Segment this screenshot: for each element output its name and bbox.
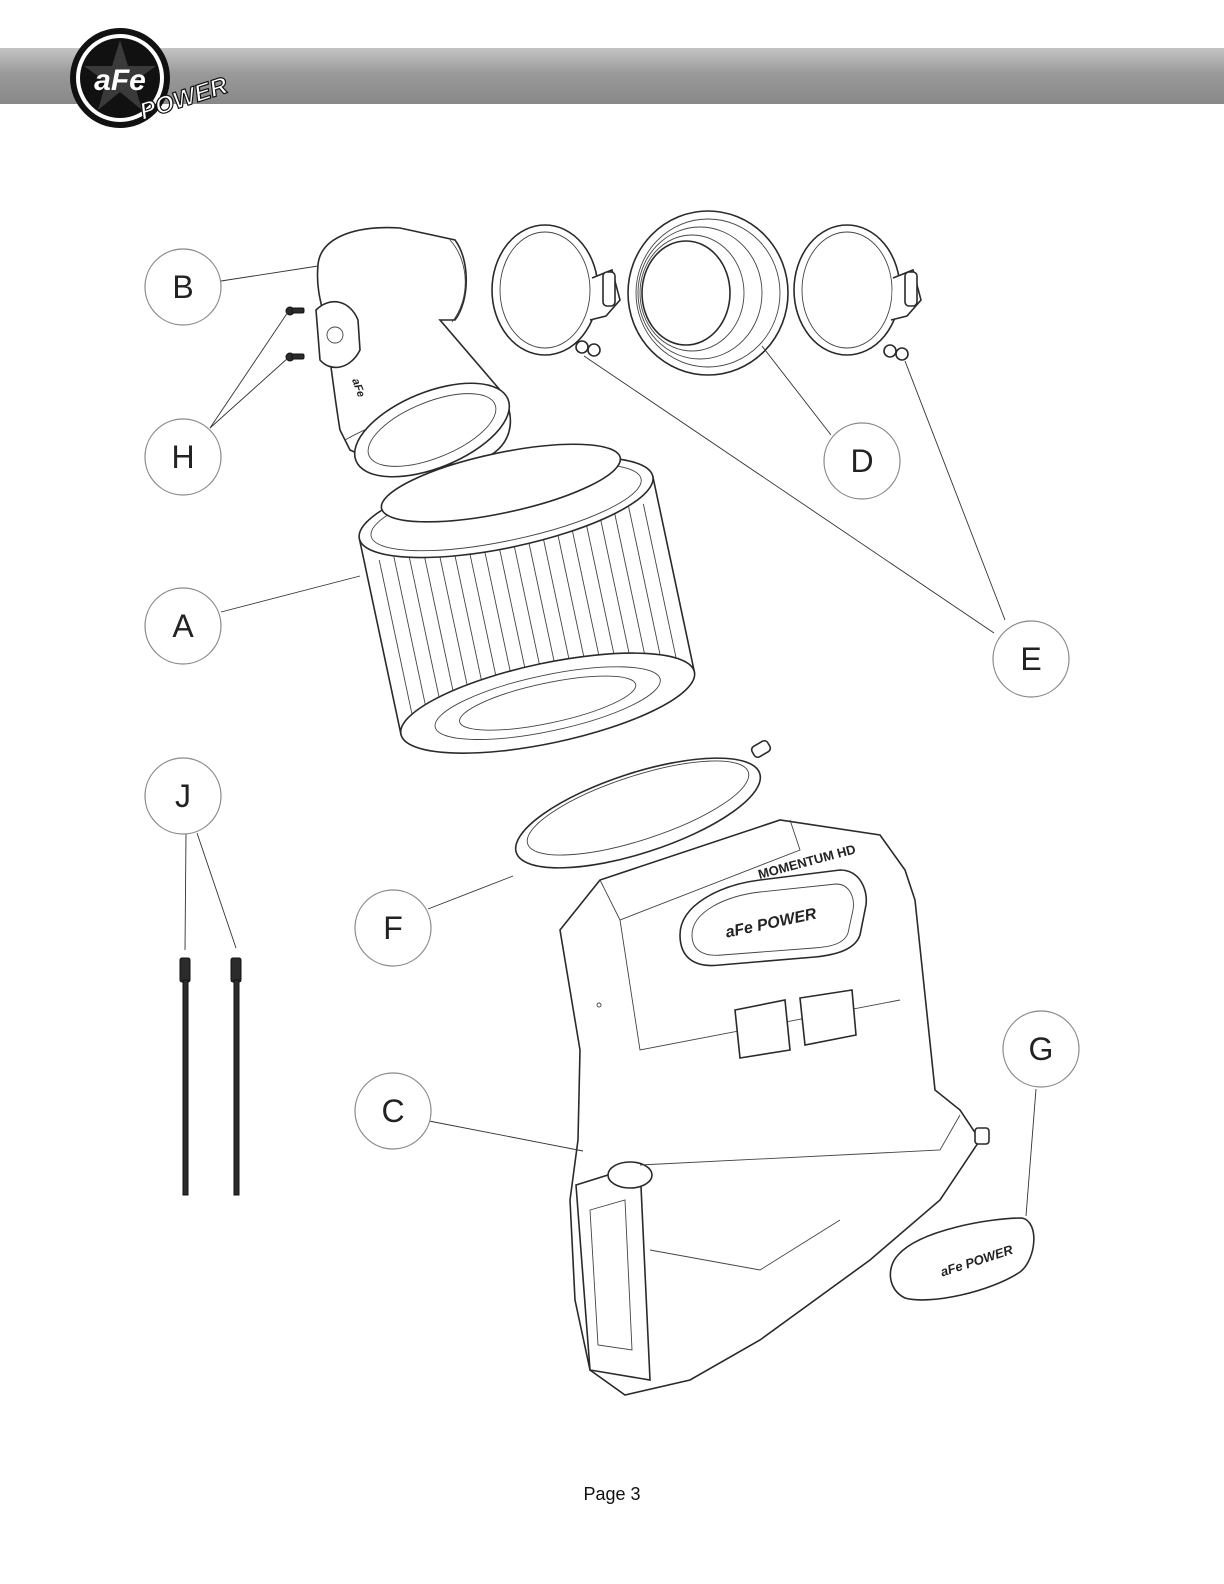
callout-c: C bbox=[354, 1072, 432, 1150]
afe-power-logo: aFe POWER bbox=[70, 28, 232, 128]
callout-c-label: C bbox=[381, 1093, 404, 1129]
callout-e-label: E bbox=[1020, 641, 1041, 677]
header-bar bbox=[0, 48, 1224, 104]
callout-h: H bbox=[144, 418, 222, 496]
callout-f: F bbox=[354, 889, 432, 967]
callout-a: A bbox=[144, 587, 222, 665]
callout-g-label: G bbox=[1029, 1031, 1054, 1067]
callout-d: D bbox=[823, 422, 901, 500]
page-number: Page 3 bbox=[583, 1484, 641, 1504]
part-f-gasket bbox=[514, 739, 772, 869]
part-c-housing: aFe POWER MOMENTUM HD bbox=[559, 819, 990, 1396]
callout-f-label: F bbox=[383, 910, 403, 946]
callout-d-label: D bbox=[850, 443, 873, 479]
callout-j: J bbox=[144, 757, 222, 835]
part-b-elbow-tube: aFe bbox=[315, 226, 512, 478]
callout-h-label: H bbox=[171, 439, 194, 475]
part-h-screws bbox=[285, 306, 305, 362]
part-j-zip-ties bbox=[179, 957, 242, 1196]
part-a-air-filter bbox=[358, 443, 696, 754]
part-g-cap: aFe POWER bbox=[889, 1217, 1035, 1301]
callout-b-label: B bbox=[172, 269, 193, 305]
callout-j-label: J bbox=[175, 778, 191, 814]
logo-primary-text: aFe bbox=[94, 64, 146, 97]
callout-g: G bbox=[1002, 1010, 1080, 1088]
part-d-coupler bbox=[627, 210, 789, 376]
callout-a-label: A bbox=[172, 608, 194, 644]
callout-b: B bbox=[144, 248, 222, 326]
leader-lines bbox=[184, 265, 1037, 1217]
part-e-clamp-left bbox=[491, 224, 621, 357]
callout-e: E bbox=[992, 620, 1070, 698]
part-e-clamp-right bbox=[793, 224, 922, 361]
